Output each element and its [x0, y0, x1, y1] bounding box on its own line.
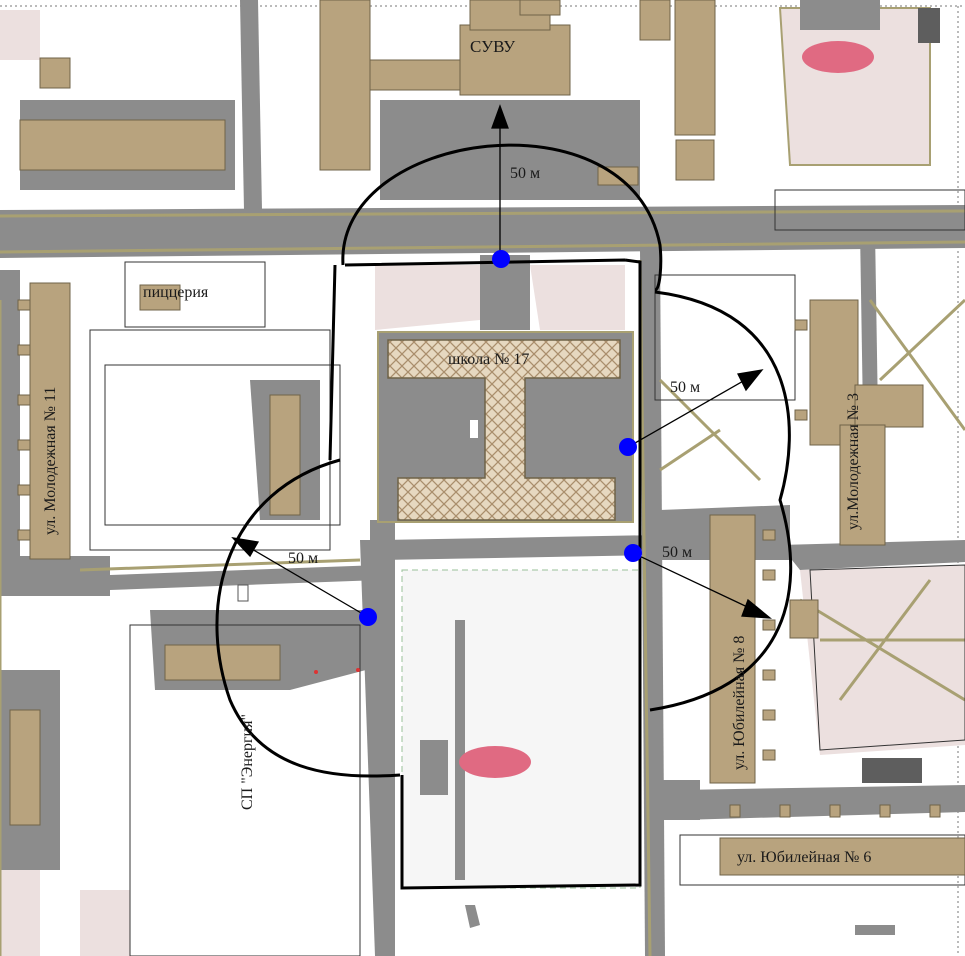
small-structure	[237, 584, 249, 602]
label-suvu: СУВУ	[470, 37, 516, 56]
property-boundary	[328, 258, 642, 890]
distance-north: 50 м	[510, 165, 540, 182]
label-yubileynaya-6: ул. Юбилейная № 6	[737, 849, 871, 866]
red-dot-icon	[314, 670, 318, 674]
arrowhead-icon	[231, 537, 260, 558]
distance-southeast: 50 м	[662, 544, 692, 561]
small-structure	[465, 905, 480, 928]
sports-field	[401, 569, 641, 889]
blue-circle-icon	[624, 544, 642, 562]
distance-arrows	[231, 104, 772, 619]
blue-circle-icon	[619, 438, 637, 456]
label-yubileynaya-8: ул. Юбилейная № 8	[731, 636, 748, 770]
label-molodezhnaya-3: ул.Молодежная № 3	[845, 393, 862, 530]
school-grounds	[377, 331, 634, 523]
paths	[0, 209, 965, 956]
distance-east: 50 м	[670, 379, 700, 396]
building-stubs	[17, 299, 941, 818]
arrowhead-icon	[737, 369, 764, 392]
label-energy: СП "Энергия"	[239, 714, 256, 810]
buffer-zone	[215, 143, 793, 778]
measurement-points	[359, 250, 642, 626]
arrowhead-icon	[741, 598, 772, 619]
label-molodezhnaya-11: ул. Молодежная № 11	[42, 387, 59, 535]
small-structure	[855, 925, 895, 935]
red-dot-icon	[356, 668, 360, 672]
buildings	[9, 0, 965, 876]
school-building	[387, 339, 621, 521]
pink-areas	[0, 7, 965, 956]
label-pizzeria: пиццерия	[143, 284, 209, 301]
label-school: школа № 17	[448, 351, 529, 368]
blue-circle-icon	[359, 608, 377, 626]
oval-marker-icon	[459, 746, 531, 778]
arrowhead-icon	[491, 104, 509, 129]
distance-west: 50 м	[288, 550, 318, 567]
oval-marker-icon	[802, 41, 874, 73]
blue-circle-icon	[492, 250, 510, 268]
